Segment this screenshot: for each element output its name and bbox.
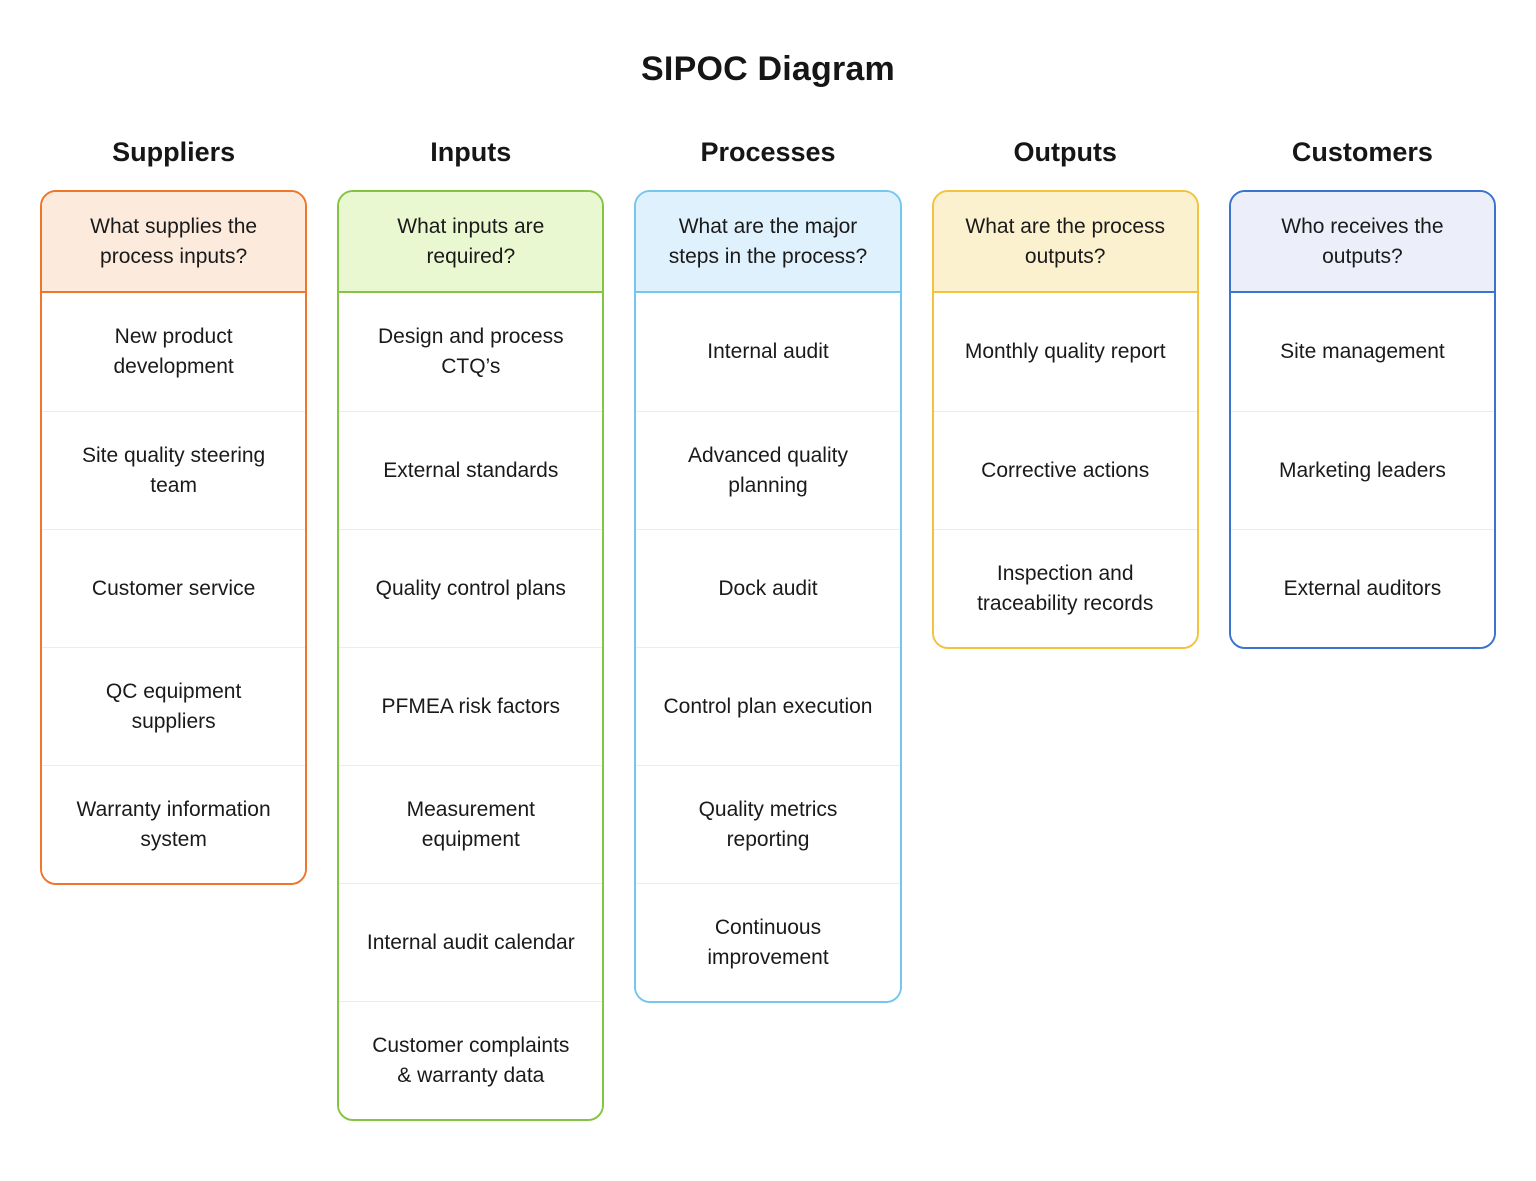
list-item: Advanced quality planning <box>636 411 900 529</box>
suppliers-question: What supplies the process inputs? <box>42 192 306 293</box>
list-item: Dock audit <box>636 529 900 647</box>
column-title-customers: Customers <box>1291 137 1433 167</box>
list-item: PFMEA risk factors <box>339 647 603 765</box>
list-item: External auditors <box>1230 529 1495 647</box>
list-item: Measurement equipment <box>339 765 603 883</box>
column-title-processes: Processes <box>700 137 836 167</box>
inputs-box: What inputs are required? Design and pro… <box>337 190 605 1121</box>
column-inputs: Inputs What inputs are required? Design … <box>337 137 605 1121</box>
list-item: Quality metrics reporting <box>636 765 900 883</box>
list-item: Internal audit calendar <box>339 883 603 1001</box>
column-title-inputs: Inputs <box>430 137 512 167</box>
inputs-question: What inputs are required? <box>339 192 603 293</box>
outputs-question: What are the process outputs? <box>933 192 1197 293</box>
list-item: Corrective actions <box>933 411 1197 529</box>
list-item: Monthly quality report <box>933 293 1197 411</box>
list-item: Site management <box>1230 293 1495 411</box>
list-item: Control plan execution <box>636 647 900 765</box>
outputs-box: What are the process outputs? Monthly qu… <box>931 190 1199 649</box>
list-item: Internal audit <box>636 293 900 411</box>
column-processes: Processes What are the major steps in th… <box>634 137 902 1003</box>
list-item: Quality control plans <box>339 529 603 647</box>
list-item: Continuous improvement <box>636 883 900 1001</box>
list-item: New product development <box>42 293 306 411</box>
column-customers: Customers Who receives the outputs? Site… <box>1228 137 1497 649</box>
processes-box: What are the major steps in the process?… <box>634 190 902 1003</box>
list-item: Customer complaints & warranty data <box>339 1001 603 1119</box>
list-item: Design and process CTQ’s <box>339 293 603 411</box>
columns-row: Suppliers What supplies the process inpu… <box>0 137 1536 1121</box>
column-title-outputs: Outputs <box>1013 137 1117 167</box>
customers-box: Who receives the outputs? Site managemen… <box>1228 190 1497 649</box>
customers-question: Who receives the outputs? <box>1230 192 1495 293</box>
diagram-title: SIPOC Diagram <box>641 50 895 88</box>
column-title-suppliers: Suppliers <box>112 137 236 167</box>
column-outputs: Outputs What are the process outputs? Mo… <box>931 137 1199 649</box>
list-item: External standards <box>339 411 603 529</box>
list-item: QC equipment suppliers <box>42 647 306 765</box>
list-item: Site quality steering team <box>42 411 306 529</box>
column-suppliers: Suppliers What supplies the process inpu… <box>40 137 308 885</box>
list-item: Warranty information system <box>42 765 306 883</box>
suppliers-box: What supplies the process inputs? New pr… <box>40 190 308 885</box>
list-item: Inspection and traceability records <box>933 529 1197 647</box>
list-item: Customer service <box>42 529 306 647</box>
list-item: Marketing leaders <box>1230 411 1495 529</box>
processes-question: What are the major steps in the process? <box>636 192 900 293</box>
